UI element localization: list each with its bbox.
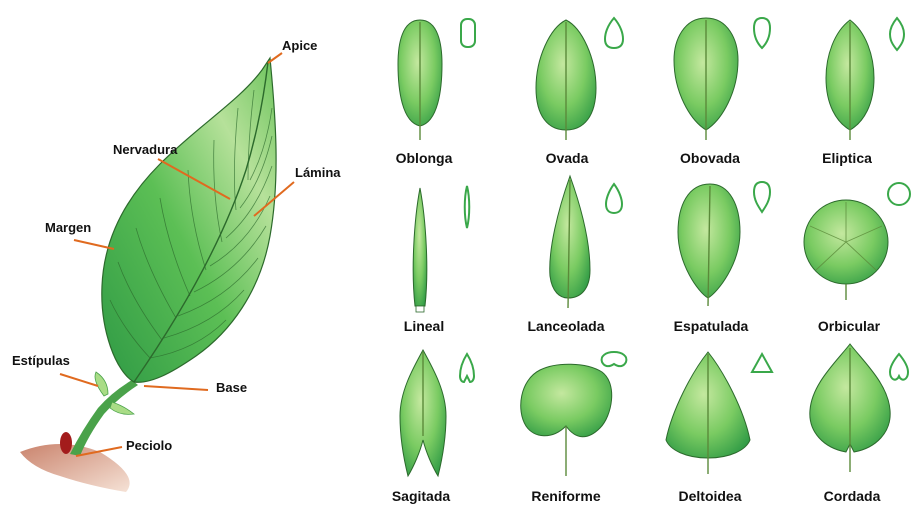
label-apice: Apice <box>282 39 317 52</box>
deltoid-outline-icon <box>752 354 772 372</box>
caption-lanceolada: Lanceolada <box>527 319 604 333</box>
caption-eliptica: Eliptica <box>822 151 872 165</box>
leaf-shapes-grid <box>398 18 910 476</box>
sagittate-outline-icon <box>460 354 474 382</box>
shape-obovada <box>674 18 770 140</box>
shape-lineal <box>413 186 469 312</box>
stipule <box>110 402 134 414</box>
caption-espatulada: Espatulada <box>674 319 749 333</box>
shape-sagitada <box>400 350 474 476</box>
shape-deltoidea <box>666 352 772 474</box>
leaf-blade <box>102 58 276 382</box>
ovate-outline-icon <box>605 18 623 48</box>
shape-espatulada <box>678 182 770 306</box>
label-nervadura: Nervadura <box>113 143 177 156</box>
shape-orbicular <box>804 183 910 300</box>
caption-reniforme: Reniforme <box>531 489 600 503</box>
obovate-outline-icon <box>754 18 770 48</box>
caption-oblonga: Oblonga <box>396 151 453 165</box>
shape-ovada <box>536 18 623 140</box>
reniform-outline-icon <box>602 352 627 366</box>
caption-cordada: Cordada <box>824 489 881 503</box>
linear-leaf <box>413 188 427 306</box>
shape-reniforme <box>521 352 627 476</box>
label-peciolo: Peciolo <box>126 439 172 452</box>
caption-sagitada: Sagitada <box>392 489 450 503</box>
label-lamina: Lámina <box>295 166 341 179</box>
caption-deltoidea: Deltoidea <box>678 489 741 503</box>
spatulate-outline-icon <box>754 182 770 212</box>
label-margen: Margen <box>45 221 91 234</box>
caption-orbicular: Orbicular <box>818 319 880 333</box>
lanceolate-outline-icon <box>606 184 622 213</box>
linear-outline-icon <box>465 186 470 228</box>
bud <box>60 432 72 454</box>
oblong-outline-icon <box>461 19 475 47</box>
reniform-leaf <box>521 364 612 437</box>
stipule <box>95 372 108 396</box>
orbicular-outline-icon <box>888 183 910 205</box>
shape-eliptica <box>826 18 904 140</box>
label-base: Base <box>216 381 247 394</box>
label-estipulas: Estípulas <box>12 354 70 367</box>
shape-oblonga <box>398 19 475 140</box>
caption-ovada: Ovada <box>546 151 589 165</box>
shape-lanceolada <box>550 176 622 308</box>
shape-cordada <box>810 344 908 472</box>
elliptic-outline-icon <box>890 18 904 50</box>
caption-lineal: Lineal <box>404 319 444 333</box>
cordate-outline-icon <box>890 354 908 380</box>
caption-obovada: Obovada <box>680 151 740 165</box>
leaf-anatomy <box>20 53 294 492</box>
